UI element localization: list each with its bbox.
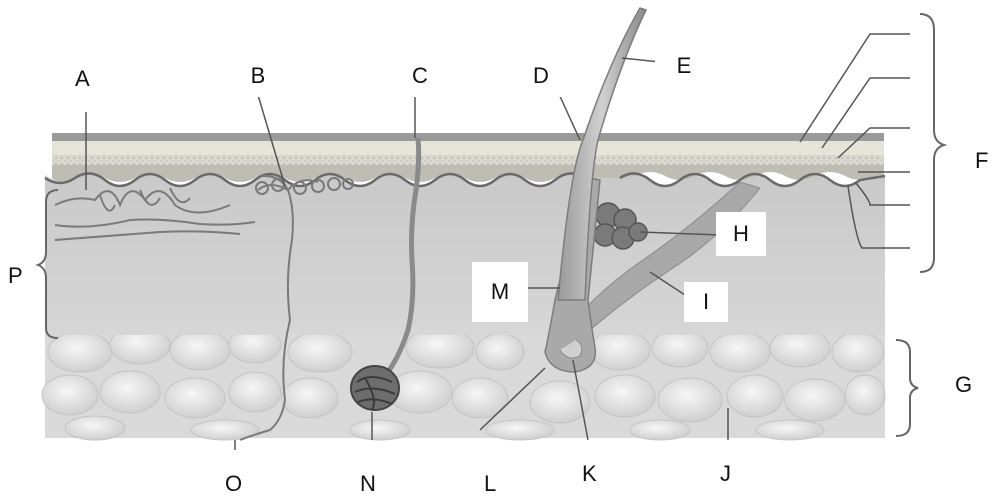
label-D: D: [533, 63, 549, 89]
brace-F: [920, 14, 944, 272]
label-box-M: M: [472, 262, 528, 322]
label-L: L: [484, 473, 496, 495]
hypodermis-layer: [42, 326, 885, 440]
label-box-H: H: [716, 212, 766, 256]
label-E: E: [677, 53, 692, 79]
label-B: B: [251, 63, 266, 89]
label-O: O: [225, 473, 242, 495]
label-K: K: [582, 463, 597, 485]
label-N: N: [360, 473, 376, 495]
label-P: P: [8, 265, 23, 287]
label-F: F: [975, 150, 988, 172]
label-H: H: [733, 221, 749, 247]
label-box-B: B: [236, 55, 280, 97]
brace-G: [896, 340, 918, 436]
label-I: I: [703, 289, 709, 315]
label-box-D: D: [516, 55, 566, 97]
label-box-E: E: [655, 42, 713, 90]
label-M: M: [491, 279, 509, 305]
label-G: G: [955, 374, 972, 396]
label-C: C: [412, 63, 428, 89]
label-box-C: C: [398, 55, 442, 97]
label-J: J: [720, 463, 731, 485]
label-box-I: I: [684, 282, 728, 322]
label-A: A: [75, 68, 90, 90]
